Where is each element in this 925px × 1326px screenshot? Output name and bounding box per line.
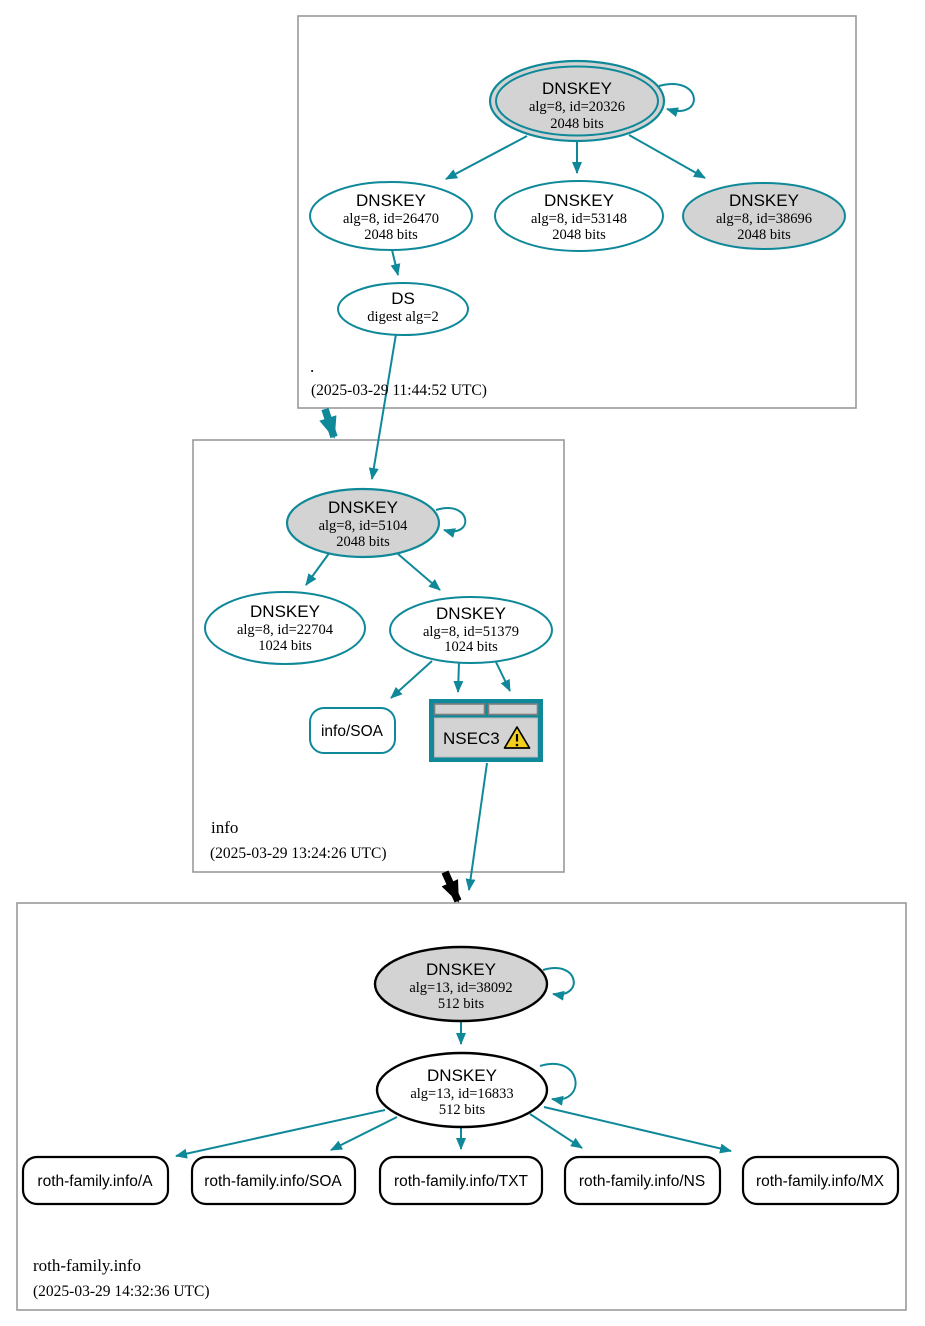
node-rrset-info-soa[interactable]: info/SOA (309, 707, 396, 754)
dnskey-5104-title: DNSKEY (328, 498, 398, 517)
node-dnskey-22704[interactable]: DNSKEY alg=8, id=22704 1024 bits (204, 591, 366, 665)
edge-delegation-root-to-info (319, 407, 338, 439)
zone-timestamp-root: (2025-03-29 11:44:52 UTC) (311, 382, 487, 399)
edges-roth (175, 967, 732, 1159)
node-rrset-roth-a[interactable]: roth-family.info/A (21, 1155, 170, 1206)
zone-timestamp-roth: (2025-03-29 14:32:36 UTC) (33, 1283, 210, 1300)
edge-16833-to-soa (330, 1116, 398, 1151)
dnskey-38092-title: DNSKEY (426, 960, 496, 979)
dnskey-38696-title: DNSKEY (729, 191, 799, 210)
edge-51379-to-nsec3-right (494, 659, 511, 692)
edge-ksk20326-to-38696 (628, 134, 706, 179)
edge-51379-to-infosoa (390, 660, 433, 699)
node-rrset-roth-ns[interactable]: roth-family.info/NS (563, 1155, 722, 1206)
nsec3-label: NSEC3 (443, 729, 500, 748)
rrset-roth-mx-label: roth-family.info/MX (756, 1173, 885, 1190)
rrset-roth-ns-label: roth-family.info/NS (579, 1173, 705, 1190)
dnskey-20326-title: DNSKEY (542, 79, 612, 98)
rrset-info-soa-label: info/SOA (321, 723, 384, 740)
ds-digest: digest alg=2 (367, 309, 438, 325)
node-rrset-roth-txt[interactable]: roth-family.info/TXT (378, 1155, 544, 1206)
rrset-roth-a-label: roth-family.info/A (37, 1173, 153, 1190)
node-dnskey-51379[interactable]: DNSKEY alg=8, id=51379 1024 bits (389, 596, 553, 664)
node-dnskey-5104-ksk[interactable]: DNSKEY alg=8, id=5104 2048 bits (285, 487, 441, 559)
zone-timestamp-info: (2025-03-29 13:24:26 UTC) (210, 845, 387, 862)
edge-5104-to-22704 (305, 551, 331, 586)
node-dnskey-53148[interactable]: DNSKEY alg=8, id=53148 2048 bits (494, 180, 664, 252)
dnskey-53148-alg: alg=8, id=53148 (531, 211, 627, 227)
dnskey-38092-bits: 512 bits (438, 996, 485, 1012)
dnskey-26470-bits: 2048 bits (364, 227, 418, 243)
zone-box-roth-family-info (16, 902, 907, 1311)
dnskey-16833-alg: alg=13, id=16833 (410, 1086, 513, 1102)
dnskey-51379-bits: 1024 bits (444, 639, 498, 655)
node-dnskey-16833[interactable]: DNSKEY alg=13, id=16833 512 bits (375, 1051, 549, 1129)
dnskey-53148-title: DNSKEY (544, 191, 614, 210)
zone-label-roth: roth-family.info (33, 1256, 141, 1275)
node-ds-root[interactable]: DS digest alg=2 (337, 282, 469, 336)
dnskey-16833-title: DNSKEY (427, 1066, 497, 1085)
dnskey-16833-bits: 512 bits (439, 1102, 486, 1118)
dnskey-26470-alg: alg=8, id=26470 (343, 211, 439, 227)
dnskey-22704-title: DNSKEY (250, 602, 320, 621)
rrset-roth-txt-label: roth-family.info/TXT (394, 1173, 529, 1190)
dnskey-38696-alg: alg=8, id=38696 (716, 211, 812, 227)
edge-26470-to-ds (390, 249, 401, 276)
dnskey-5104-alg: alg=8, id=5104 (319, 518, 409, 534)
edge-5104-to-51379 (397, 553, 441, 591)
zone-label-root: . (310, 357, 314, 376)
edge-delegation-info-to-roth (441, 870, 462, 903)
edge-16833-to-ns (529, 1113, 583, 1149)
edges-root (368, 83, 706, 480)
dnskey-22704-bits: 1024 bits (258, 638, 312, 654)
edge-ksk20326-selfloop (658, 83, 695, 118)
dnskey-5104-bits: 2048 bits (336, 534, 390, 550)
node-nsec3[interactable]: NSEC3 (429, 699, 543, 762)
dnskey-20326-alg: alg=8, id=20326 (529, 99, 625, 115)
dnskey-38696-bits: 2048 bits (737, 227, 791, 243)
dnskey-20326-bits: 2048 bits (550, 116, 604, 132)
edge-51379-to-nsec3-left (453, 661, 464, 693)
rrset-roth-soa-label: roth-family.info/SOA (204, 1173, 342, 1190)
node-dnskey-20326-ksk[interactable]: DNSKEY alg=8, id=20326 2048 bits (488, 59, 666, 143)
edges-info (305, 507, 511, 891)
edge-nsec3-to-roth-ksk (465, 762, 488, 891)
edge-ksk20326-to-26470 (445, 135, 528, 180)
dnskey-38092-alg: alg=13, id=38092 (409, 980, 512, 996)
ds-title: DS (391, 289, 415, 308)
zone-box-root (297, 15, 857, 409)
dnskey-51379-alg: alg=8, id=51379 (423, 624, 519, 640)
node-dnskey-26470[interactable]: DNSKEY alg=8, id=26470 2048 bits (309, 181, 473, 251)
edge-16833-to-a (175, 1109, 386, 1159)
edge-5104-selfloop (435, 507, 467, 538)
dnskey-26470-title: DNSKEY (356, 191, 426, 210)
node-dnskey-38696[interactable]: DNSKEY alg=8, id=38696 2048 bits (682, 182, 846, 250)
dnskey-51379-title: DNSKEY (436, 604, 506, 623)
dnskey-53148-bits: 2048 bits (552, 227, 606, 243)
node-rrset-roth-soa[interactable]: roth-family.info/SOA (190, 1155, 357, 1206)
edge-38092-selfloop (542, 967, 575, 1001)
node-dnskey-38092-ksk[interactable]: DNSKEY alg=13, id=38092 512 bits (373, 945, 549, 1023)
dnskey-22704-alg: alg=8, id=22704 (237, 622, 334, 638)
edge-ds-to-info-ksk (368, 333, 397, 480)
edge-16833-selfloop (539, 1063, 577, 1106)
warning-icon (503, 726, 531, 749)
edge-16833-to-mx (543, 1106, 732, 1154)
node-rrset-roth-mx[interactable]: roth-family.info/MX (741, 1155, 900, 1206)
zone-label-info: info (211, 818, 238, 837)
